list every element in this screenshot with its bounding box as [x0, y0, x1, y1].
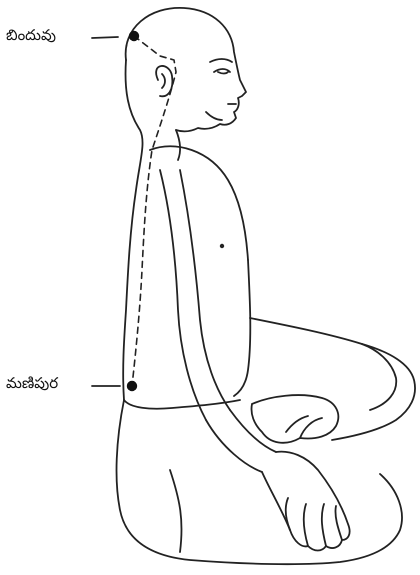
shoulder [150, 146, 248, 260]
far-shin [362, 344, 396, 410]
neck-front [176, 130, 180, 160]
hip-fold [170, 470, 182, 552]
manipura-point [127, 381, 137, 391]
bindu-point [129, 31, 139, 41]
eyebrow [210, 59, 232, 62]
far-knee [250, 318, 415, 440]
forearm [206, 410, 276, 472]
chest-side [234, 260, 250, 396]
upper-arm-back [160, 170, 206, 420]
foot [251, 395, 338, 443]
nipple [220, 244, 224, 248]
neck-back [123, 60, 142, 400]
near-thigh [117, 400, 402, 564]
bindu-leader-line [92, 37, 118, 38]
waist [124, 400, 240, 409]
toes [286, 416, 322, 438]
eye [214, 69, 230, 74]
chin-line [206, 112, 222, 120]
spine-channel-dashed [132, 36, 176, 386]
